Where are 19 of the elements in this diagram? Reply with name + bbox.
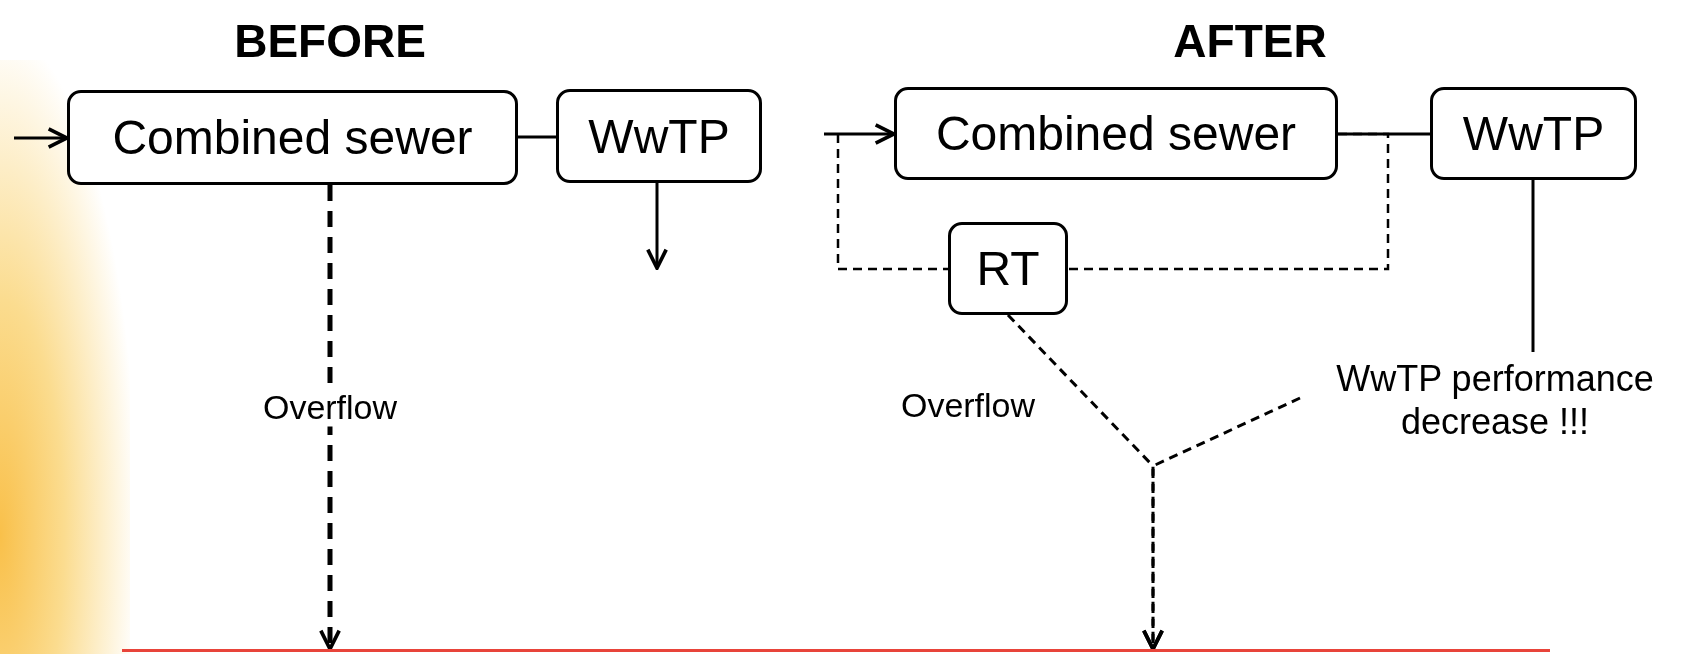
arrow	[646, 183, 668, 270]
connector-line	[1531, 180, 1535, 352]
connector-line	[1338, 132, 1430, 136]
connector-line	[836, 134, 948, 271]
arrow	[14, 127, 69, 149]
process-box: RT	[948, 222, 1068, 315]
process-box: WwTP	[1430, 87, 1637, 180]
process-box: Combined sewer	[67, 90, 518, 185]
connector-line	[1068, 132, 1390, 271]
arrow	[824, 123, 896, 145]
heading: BEFORE	[234, 14, 426, 68]
water-line	[122, 649, 1550, 652]
process-box: Combined sewer	[894, 87, 1338, 180]
note-text: WwTP performance decrease !!!	[1300, 352, 1690, 448]
heading: AFTER	[1173, 14, 1327, 68]
arrow	[1142, 396, 1301, 651]
connector-line	[518, 135, 556, 139]
arrow	[319, 185, 341, 651]
process-box: WwTP	[556, 89, 762, 183]
